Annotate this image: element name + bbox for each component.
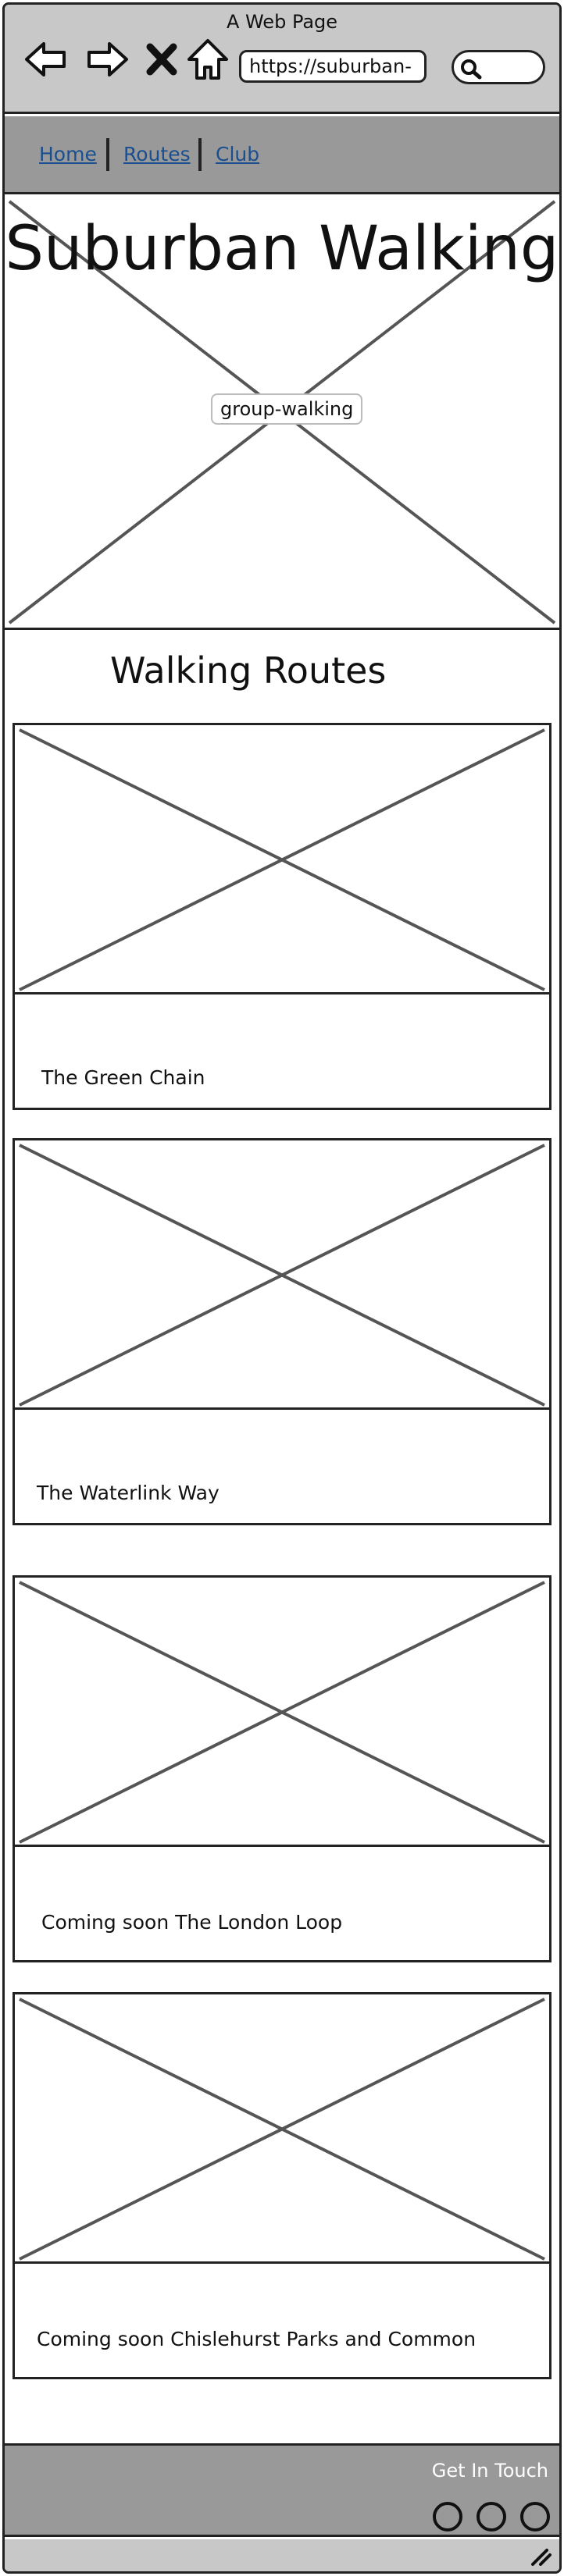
social-circle-icon[interactable]: [520, 2502, 550, 2532]
hero-title: Suburban Walking: [5, 214, 559, 284]
resize-grip-icon[interactable]: [525, 2546, 552, 2566]
route-image-placeholder: [15, 1578, 549, 1847]
browser-search-field[interactable]: [452, 50, 545, 84]
hero-image-caption: group-walking: [211, 393, 363, 425]
search-icon: [461, 59, 482, 80]
back-arrow-icon[interactable]: [23, 36, 70, 83]
hero-banner: Suburban Walking group-walking: [5, 197, 559, 630]
route-card-title: The Waterlink Way: [37, 1482, 220, 1504]
route-image-placeholder: [15, 1140, 549, 1410]
section-heading: Walking Routes: [110, 649, 387, 692]
route-image-placeholder: [15, 1994, 549, 2264]
browser-status-bar: [5, 2539, 559, 2571]
address-bar[interactable]: https://suburban-: [239, 50, 427, 83]
route-card[interactable]: Coming soon The London Loop: [12, 1575, 552, 1962]
route-card[interactable]: The Green Chain: [12, 723, 552, 1110]
browser-toolbar: A Web Page https://suburban-: [5, 5, 559, 114]
nav-link-routes[interactable]: Routes: [123, 143, 191, 165]
route-card[interactable]: The Waterlink Way: [12, 1138, 552, 1525]
close-x-icon[interactable]: [142, 36, 181, 83]
home-icon[interactable]: [184, 36, 231, 83]
route-card-title: Coming soon The London Loop: [41, 1911, 343, 1934]
route-card-title: Coming soon Chislehurst Parks and Common: [37, 2328, 477, 2350]
nav-divider: [106, 138, 109, 171]
social-circle-icon[interactable]: [433, 2502, 462, 2532]
footer-contact-label: Get In Touch: [431, 2460, 548, 2482]
route-card-title: The Green Chain: [41, 1066, 205, 1089]
site-footer: Get In Touch: [5, 2443, 559, 2537]
forward-arrow-icon[interactable]: [83, 36, 130, 83]
nav-link-club[interactable]: Club: [216, 143, 260, 165]
route-card[interactable]: Coming soon Chislehurst Parks and Common: [12, 1992, 552, 2379]
social-circle-icon[interactable]: [477, 2502, 506, 2532]
nav-divider: [198, 138, 202, 171]
nav-link-home[interactable]: Home: [39, 143, 97, 165]
site-navbar: Home Routes Club: [5, 116, 559, 194]
route-image-placeholder: [15, 725, 549, 994]
window-title: A Web Page: [226, 11, 338, 33]
